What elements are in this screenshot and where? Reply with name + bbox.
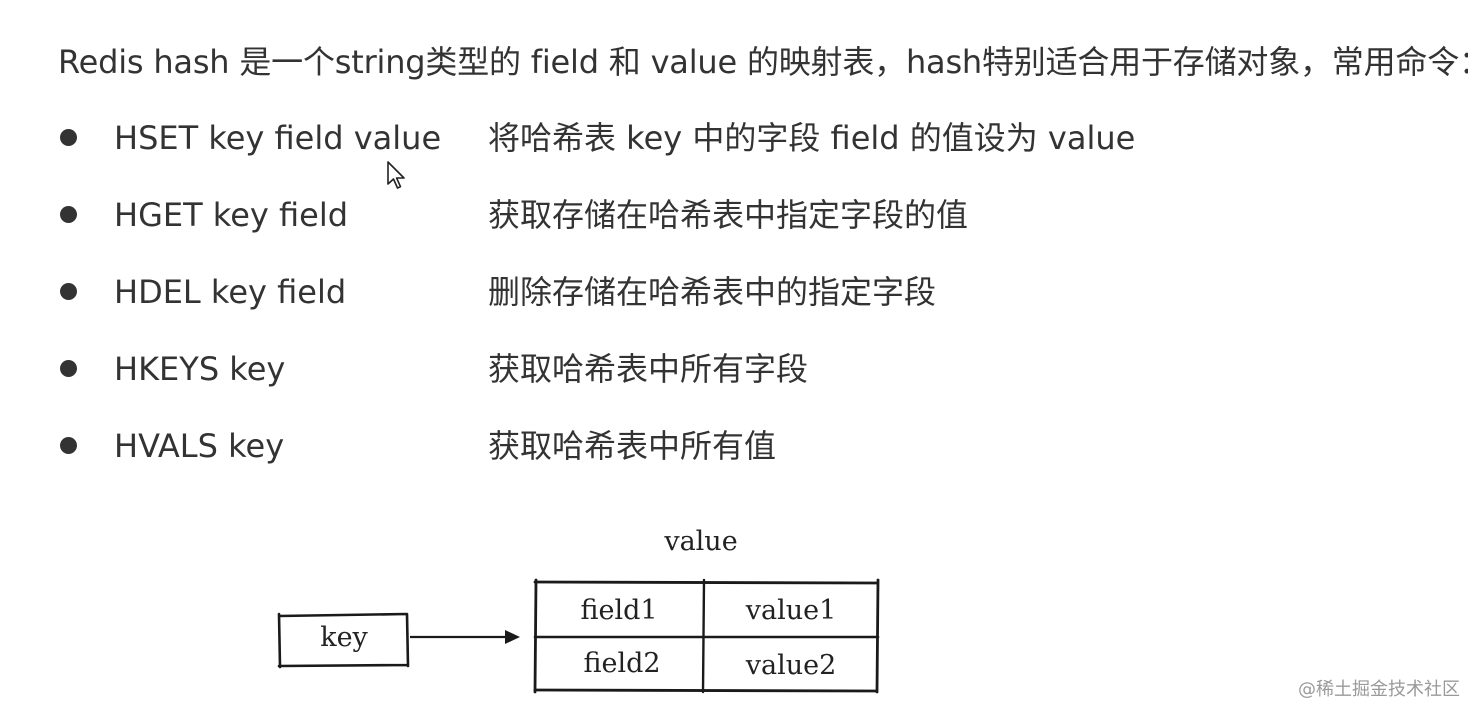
command-syntax: HSET key field value <box>114 119 442 157</box>
list-item: HDEL key field 删除存储在哈希表中的指定字段 <box>58 270 1258 314</box>
bullet-icon <box>60 283 77 300</box>
list-item: HGET key field 获取存储在哈希表中指定字段的值 <box>58 193 1258 237</box>
field-cell: field1 <box>580 595 657 626</box>
key-box: key <box>277 612 410 669</box>
command-syntax: HVALS key <box>114 427 285 465</box>
hash-table-grid <box>533 578 880 694</box>
value-cell: value2 <box>745 650 837 681</box>
command-description: 将哈希表 key 中的字段 field 的值设为 value <box>488 119 1136 157</box>
intro-text: Redis hash 是一个string类型的 field 和 value 的映… <box>58 43 1468 81</box>
list-item: HVALS key 获取哈希表中所有值 <box>58 424 1258 468</box>
command-syntax: HDEL key field <box>114 273 347 311</box>
command-description: 获取哈希表中所有字段 <box>488 350 809 388</box>
command-syntax: HKEYS key <box>114 350 286 388</box>
value-header-label: value <box>663 526 737 557</box>
watermark: @稀土掘金技术社区 <box>1298 679 1460 700</box>
field-cell: field2 <box>583 648 660 679</box>
mouse-pointer-icon <box>387 161 405 189</box>
bullet-icon <box>60 206 77 223</box>
bullet-icon <box>60 360 77 377</box>
arrow-icon <box>410 630 520 644</box>
command-description: 删除存储在哈希表中的指定字段 <box>488 273 937 311</box>
list-item: HKEYS key 获取哈希表中所有字段 <box>58 347 1258 391</box>
list-item: HSET key field value 将哈希表 key 中的字段 field… <box>58 116 1258 160</box>
command-description: 获取存储在哈希表中指定字段的值 <box>488 196 969 234</box>
command-syntax: HGET key field <box>114 196 349 234</box>
key-label: key <box>320 622 368 653</box>
value-cell: value1 <box>745 595 837 626</box>
command-description: 获取哈希表中所有值 <box>488 427 777 465</box>
bullet-icon <box>60 129 77 146</box>
bullet-icon <box>60 437 77 454</box>
